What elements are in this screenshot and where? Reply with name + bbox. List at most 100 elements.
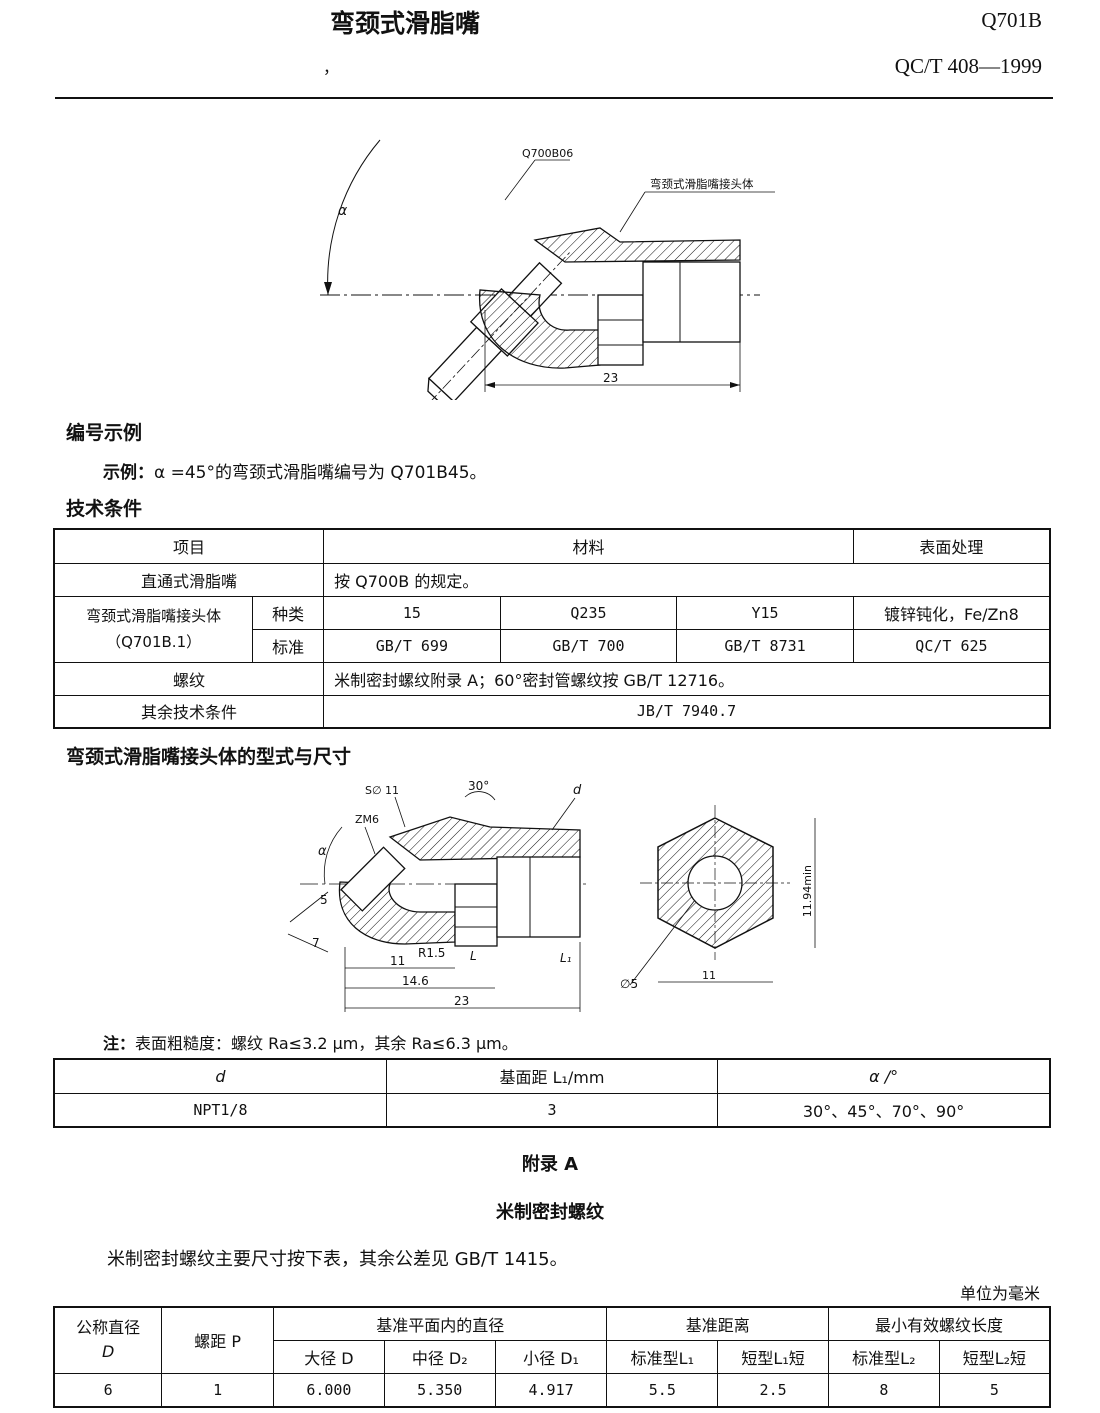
thread-h-nominal: 公称直径 D [53,1306,163,1374]
dim-5: 5 [320,893,328,907]
example-text: α =45°的弯颈式滑脂嘴编号为 Q701B45。 [154,463,487,483]
dim-7: 7 [312,936,320,950]
roughness-note: 注：表面粗糙度：螺纹 Ra≤3.2 μm，其余 Ra≤6.3 μm。 [103,1030,518,1054]
thread-h-nominal-name: 公称直径 [76,1318,141,1338]
appendix-title: 附录 A [521,1154,579,1175]
dim-23: 23 [454,994,469,1008]
fig1-part-label: Q700B06 [522,147,573,160]
tech-row: 弯颈式滑脂嘴接头体 （Q701B.1） 种类 15 Q235 Y15 镀锌钝化，… [53,595,1051,663]
tech-r2-kind: 种类 [252,595,325,630]
fig1-body-label: 弯颈式滑脂嘴接头体 [650,177,754,191]
dims-table: d 基面距 L₁/mm α /° NPT1/8 3 30°、45°、70°、90… [53,1058,1051,1128]
thread-h-dist-group: 基准距离 [606,1306,829,1341]
L-label: L [470,949,477,963]
r15-label: R1.5 [418,946,445,960]
units-label: 单位为毫米 [959,1284,1040,1303]
tech-r5-value: JB/T 7940.7 [323,694,1051,729]
tech-h-item: 项目 [53,528,325,564]
thread-h-dia-group: 基准平面内的直径 [272,1306,608,1341]
example-label: 示例： [103,463,154,483]
tech-h-material: 材料 [323,528,854,564]
thread-h-std-L1: 标准型L₁ [606,1339,719,1374]
thread-cell: 2.5 [717,1372,829,1408]
tech-heading: 技术条件 [66,498,143,520]
dim-11: 11 [390,954,405,968]
note-text: 表面粗糙度：螺纹 Ra≤3.2 μm，其余 Ra≤6.3 μm。 [135,1034,518,1053]
thread-cell: 8 [827,1372,940,1408]
dims-h-d: d [53,1058,387,1094]
tech-r3-m3: GB/T 8731 [676,628,854,663]
tech-r2-m1: 15 [323,595,501,630]
tech-r4-item: 螺纹 [53,661,325,696]
tech-r1-value: 按 Q700B 的规定。 [323,562,1051,597]
tech-r2-m3: Y15 [676,595,854,630]
thread-h-short-L2: 短型L₂短 [938,1339,1051,1374]
header-rule [55,97,1053,99]
fig1-angle-label: α [338,203,348,219]
hex-height-label: 11.94min [801,865,814,917]
dims-v-alpha: 30°、45°、70°、90° [717,1092,1051,1128]
L1-label: L₁ [560,951,572,965]
zm6-label: ZM6 [355,813,379,826]
tech-r3-std: 标准 [252,628,325,663]
thread-d-label: d [573,783,582,798]
dims-v-d: NPT1/8 [53,1092,387,1128]
hex-width-label: 11 [702,969,716,982]
fig1-dim-23: 23 [603,371,618,385]
body-side-view-drawing: S∅ 11 30° d ZM6 α 5 7 R1.5 L L₁ 11 14.6 … [287,779,590,1012]
appendix-text: 米制密封螺纹主要尺寸按下表，其余公差见 GB/T 1415。 [107,1249,568,1270]
thread-cell: 5.5 [606,1372,719,1408]
thread-cell: 5.350 [383,1372,496,1408]
tech-r2-surface: 镀锌钝化，Fe/Zn8 [852,595,1051,630]
dim-14-6: 14.6 [402,974,429,988]
thread-h-pitch: 螺距 P [161,1306,274,1374]
tech-row: 其余技术条件 JB/T 7940.7 [53,694,1051,729]
thread-subheader-row: 大径 D 中径 D₂ 小径 D₁ 标准型L₁ 短型L₁短 标准型L₂ 短型L₂短 [54,1339,1051,1374]
body-dims-heading: 弯颈式滑脂嘴接头体的型式与尺寸 [66,746,352,768]
tech-r2-item-name: 弯颈式滑脂嘴接头体 [86,607,222,625]
dims-v-L1: 3 [385,1092,719,1128]
tech-row: 直通式滑脂嘴 按 Q700B 的规定。 [53,562,1051,597]
assembly-drawing: α Q700B06 弯颈式滑脂嘴接头体 23 [320,139,775,400]
thread-h-len-group: 最小有效螺纹长度 [827,1306,1051,1341]
thread-h-short-L1: 短型L₁短 [717,1339,829,1374]
tech-r4-value: 米制密封螺纹附录 A；60°密封管螺纹按 GB/T 12716。 [323,661,1051,696]
angle-30-label: 30° [468,779,489,793]
tech-r2-item-code: （Q701B.1） [106,633,202,651]
thread-header-row: 公称直径 D 螺距 P 基准平面内的直径 基准距离 最小有效螺纹长度 [53,1306,1051,1374]
thread-h-std-L2: 标准型L₂ [827,1339,940,1374]
tech-h-surface: 表面处理 [852,528,1051,564]
tech-r3-surface: QC/T 625 [852,628,1051,663]
hole-dia-label: ∅5 [620,977,638,991]
thread-cell: 1 [161,1372,274,1408]
tech-r3-m1: GB/T 699 [323,628,501,663]
thread-h-pitch-dia: 中径 D₂ [383,1339,496,1374]
thread-h-major: 大径 D [272,1339,385,1374]
tech-r2-m2: Q235 [499,595,678,630]
document-title: 弯颈式滑脂嘴 [330,9,481,38]
tech-header-row: 项目 材料 表面处理 [53,528,1051,564]
dims-h-L1: 基面距 L₁/mm [385,1058,719,1094]
tech-r2-item: 弯颈式滑脂嘴接头体 （Q701B.1） [53,595,254,663]
tech-r5-item: 其余技术条件 [53,694,325,729]
thread-cell: 6.000 [272,1372,385,1408]
thread-cell: 4.917 [494,1372,608,1408]
dims-header-row: d 基面距 L₁/mm α /° [53,1058,1051,1094]
thread-h-minor: 小径 D₁ [494,1339,608,1374]
thread-h-nominal-symbol: D [101,1342,115,1362]
tech-r3-m2: GB/T 700 [499,628,678,663]
numbering-example: 示例：α =45°的弯颈式滑脂嘴编号为 Q701B45。 [103,458,487,483]
alpha-label: α [318,844,327,859]
appendix-subtitle: 米制密封螺纹 [496,1202,604,1223]
dims-h-alpha: α /° [717,1058,1051,1094]
stray-mark: ， [323,58,340,77]
body-end-view-drawing: ∅5 11 11.94min [620,805,816,991]
part-code: Q701B [981,8,1042,32]
tech-table: 项目 材料 表面处理 直通式滑脂嘴 按 Q700B 的规定。 弯颈式滑脂嘴接头体… [53,528,1051,729]
sphere-dia-label: S∅ 11 [365,784,399,797]
dims-row: NPT1/8 3 30°、45°、70°、90° [53,1092,1051,1128]
tech-row: 螺纹 米制密封螺纹附录 A；60°密封管螺纹按 GB/T 12716。 [53,661,1051,696]
tech-r1-item: 直通式滑脂嘴 [53,562,325,597]
thread-cell: 6 [53,1372,163,1408]
standard-number: QC/T 408—1999 [894,54,1042,78]
